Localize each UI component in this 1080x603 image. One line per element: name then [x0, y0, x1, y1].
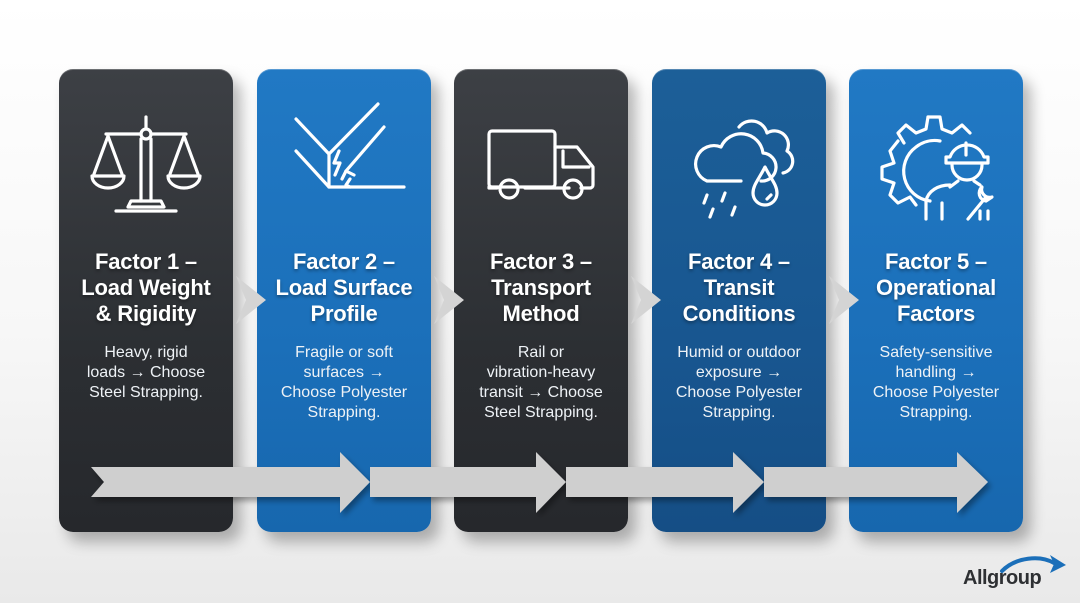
title-line: Method: [502, 301, 580, 326]
title-line: Factors: [896, 301, 976, 326]
factor-card-3: Factor 3 – Transport Method Rail or vibr…: [454, 69, 628, 532]
title-line: Transit: [703, 275, 775, 300]
desc-line: Strapping.: [899, 404, 973, 421]
desc-line: Steel Strapping.: [89, 384, 203, 401]
desc-line: transit → Choose: [479, 384, 603, 401]
title-line: Profile: [310, 301, 378, 326]
desc-line: Strapping.: [307, 404, 381, 421]
factor-card-5: Factor 5 – Operational Factors Safety-se…: [849, 69, 1023, 532]
title-line: & Rigidity: [95, 301, 197, 326]
factor-title: Factor 3 – Transport Method: [454, 249, 628, 327]
title-line: Factor 1 –: [95, 249, 197, 274]
desc-line: Fragile or soft: [295, 344, 393, 361]
desc-line: Strapping.: [702, 404, 776, 421]
factor-title: Factor 5 – Operational Factors: [849, 249, 1023, 327]
desc-line: Choose Polyester: [675, 384, 803, 401]
factor-title: Factor 2 – Load Surface Profile: [257, 249, 431, 327]
desc-line: Safety-sensitive: [879, 344, 993, 361]
title-line: Load Weight: [81, 275, 211, 300]
desc-line: Choose Polyester: [872, 384, 1000, 401]
desc-line: Humid or outdoor: [677, 344, 801, 361]
factor-description: Rail or vibration-heavy transit → Choose…: [454, 343, 628, 423]
desc-line: Choose Polyester: [280, 384, 408, 401]
factor-card-1: Factor 1 – Load Weight & Rigidity Heavy,…: [59, 69, 233, 532]
chevron-right-icon: [829, 276, 859, 324]
desc-line: exposure →: [695, 364, 783, 381]
title-line: Transport: [491, 275, 591, 300]
factor-description: Heavy, rigid loads → Choose Steel Strapp…: [59, 343, 233, 403]
title-line: Factor 2 –: [293, 249, 395, 274]
logo-text: Allgroup: [963, 567, 1042, 589]
factor-card-2: Factor 2 – Load Surface Profile Fragile …: [257, 69, 431, 532]
balance-scale-icon: [86, 109, 206, 221]
factor-card-4: Factor 4 – Transit Conditions Humid or o…: [652, 69, 826, 532]
delivery-truck-icon: [481, 109, 601, 221]
title-line: Factor 5 –: [885, 249, 987, 274]
title-line: Operational: [875, 275, 997, 300]
desc-line: Heavy, rigid: [104, 344, 188, 361]
swoosh-arrow-icon: [1000, 555, 1066, 573]
factor-description: Safety-sensitive handling → Choose Polye…: [849, 343, 1023, 423]
title-line: Load Surface: [275, 275, 413, 300]
chevron-right-icon: [631, 276, 661, 324]
desc-line: Steel Strapping.: [484, 404, 598, 421]
chevron-right-icon: [434, 276, 464, 324]
rain-cloud-icon: [679, 109, 799, 221]
surface-crack-icon: [284, 102, 406, 221]
desc-line: surfaces →: [303, 364, 385, 381]
title-line: Factor 3 –: [490, 249, 592, 274]
chevron-right-icon: [236, 276, 266, 324]
factor-title: Factor 1 – Load Weight & Rigidity: [59, 249, 233, 327]
title-line: Factor 4 –: [688, 249, 790, 274]
factor-description: Fragile or soft surfaces → Choose Polyes…: [257, 343, 431, 423]
desc-line: handling →: [895, 364, 977, 381]
title-line: Conditions: [682, 301, 796, 326]
desc-line: vibration-heavy: [486, 364, 596, 381]
desc-line: loads → Choose: [86, 364, 206, 381]
desc-line: Rail or: [517, 344, 565, 361]
allgroup-logo: Allgroup: [958, 553, 1068, 595]
factor-title: Factor 4 – Transit Conditions: [652, 249, 826, 327]
worker-gear-icon: [876, 109, 996, 221]
factor-description: Humid or outdoor exposure → Choose Polye…: [652, 343, 826, 423]
